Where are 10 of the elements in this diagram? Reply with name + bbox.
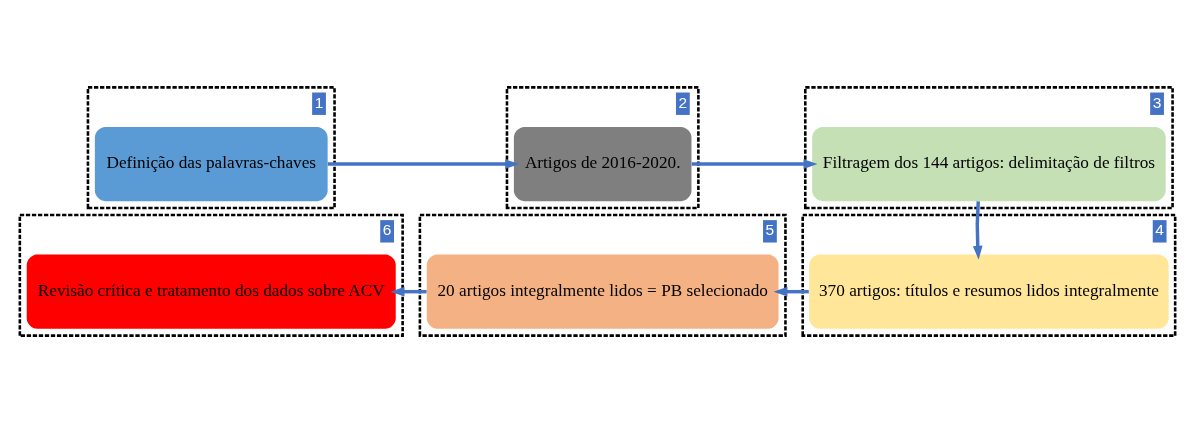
node-box: 20 artigos integralmente lidos = PB selecionado	[426, 254, 779, 329]
arrow	[691, 158, 818, 169]
node-box: Revisão crítica e tratamento dos dados sobre ACV	[26, 254, 396, 329]
arrow	[327, 158, 520, 169]
node-box: 370 artigos: títulos e resumos lidos integralmente	[809, 254, 1169, 329]
node-box: Definição das palavras-chaves	[94, 126, 328, 201]
node-box: Artigos de 2016-2020.	[513, 126, 692, 201]
node-box: Filtragem dos 144 artigos: delimitação de filtros	[812, 126, 1166, 201]
arrow	[390, 286, 427, 297]
arrow	[773, 286, 809, 297]
